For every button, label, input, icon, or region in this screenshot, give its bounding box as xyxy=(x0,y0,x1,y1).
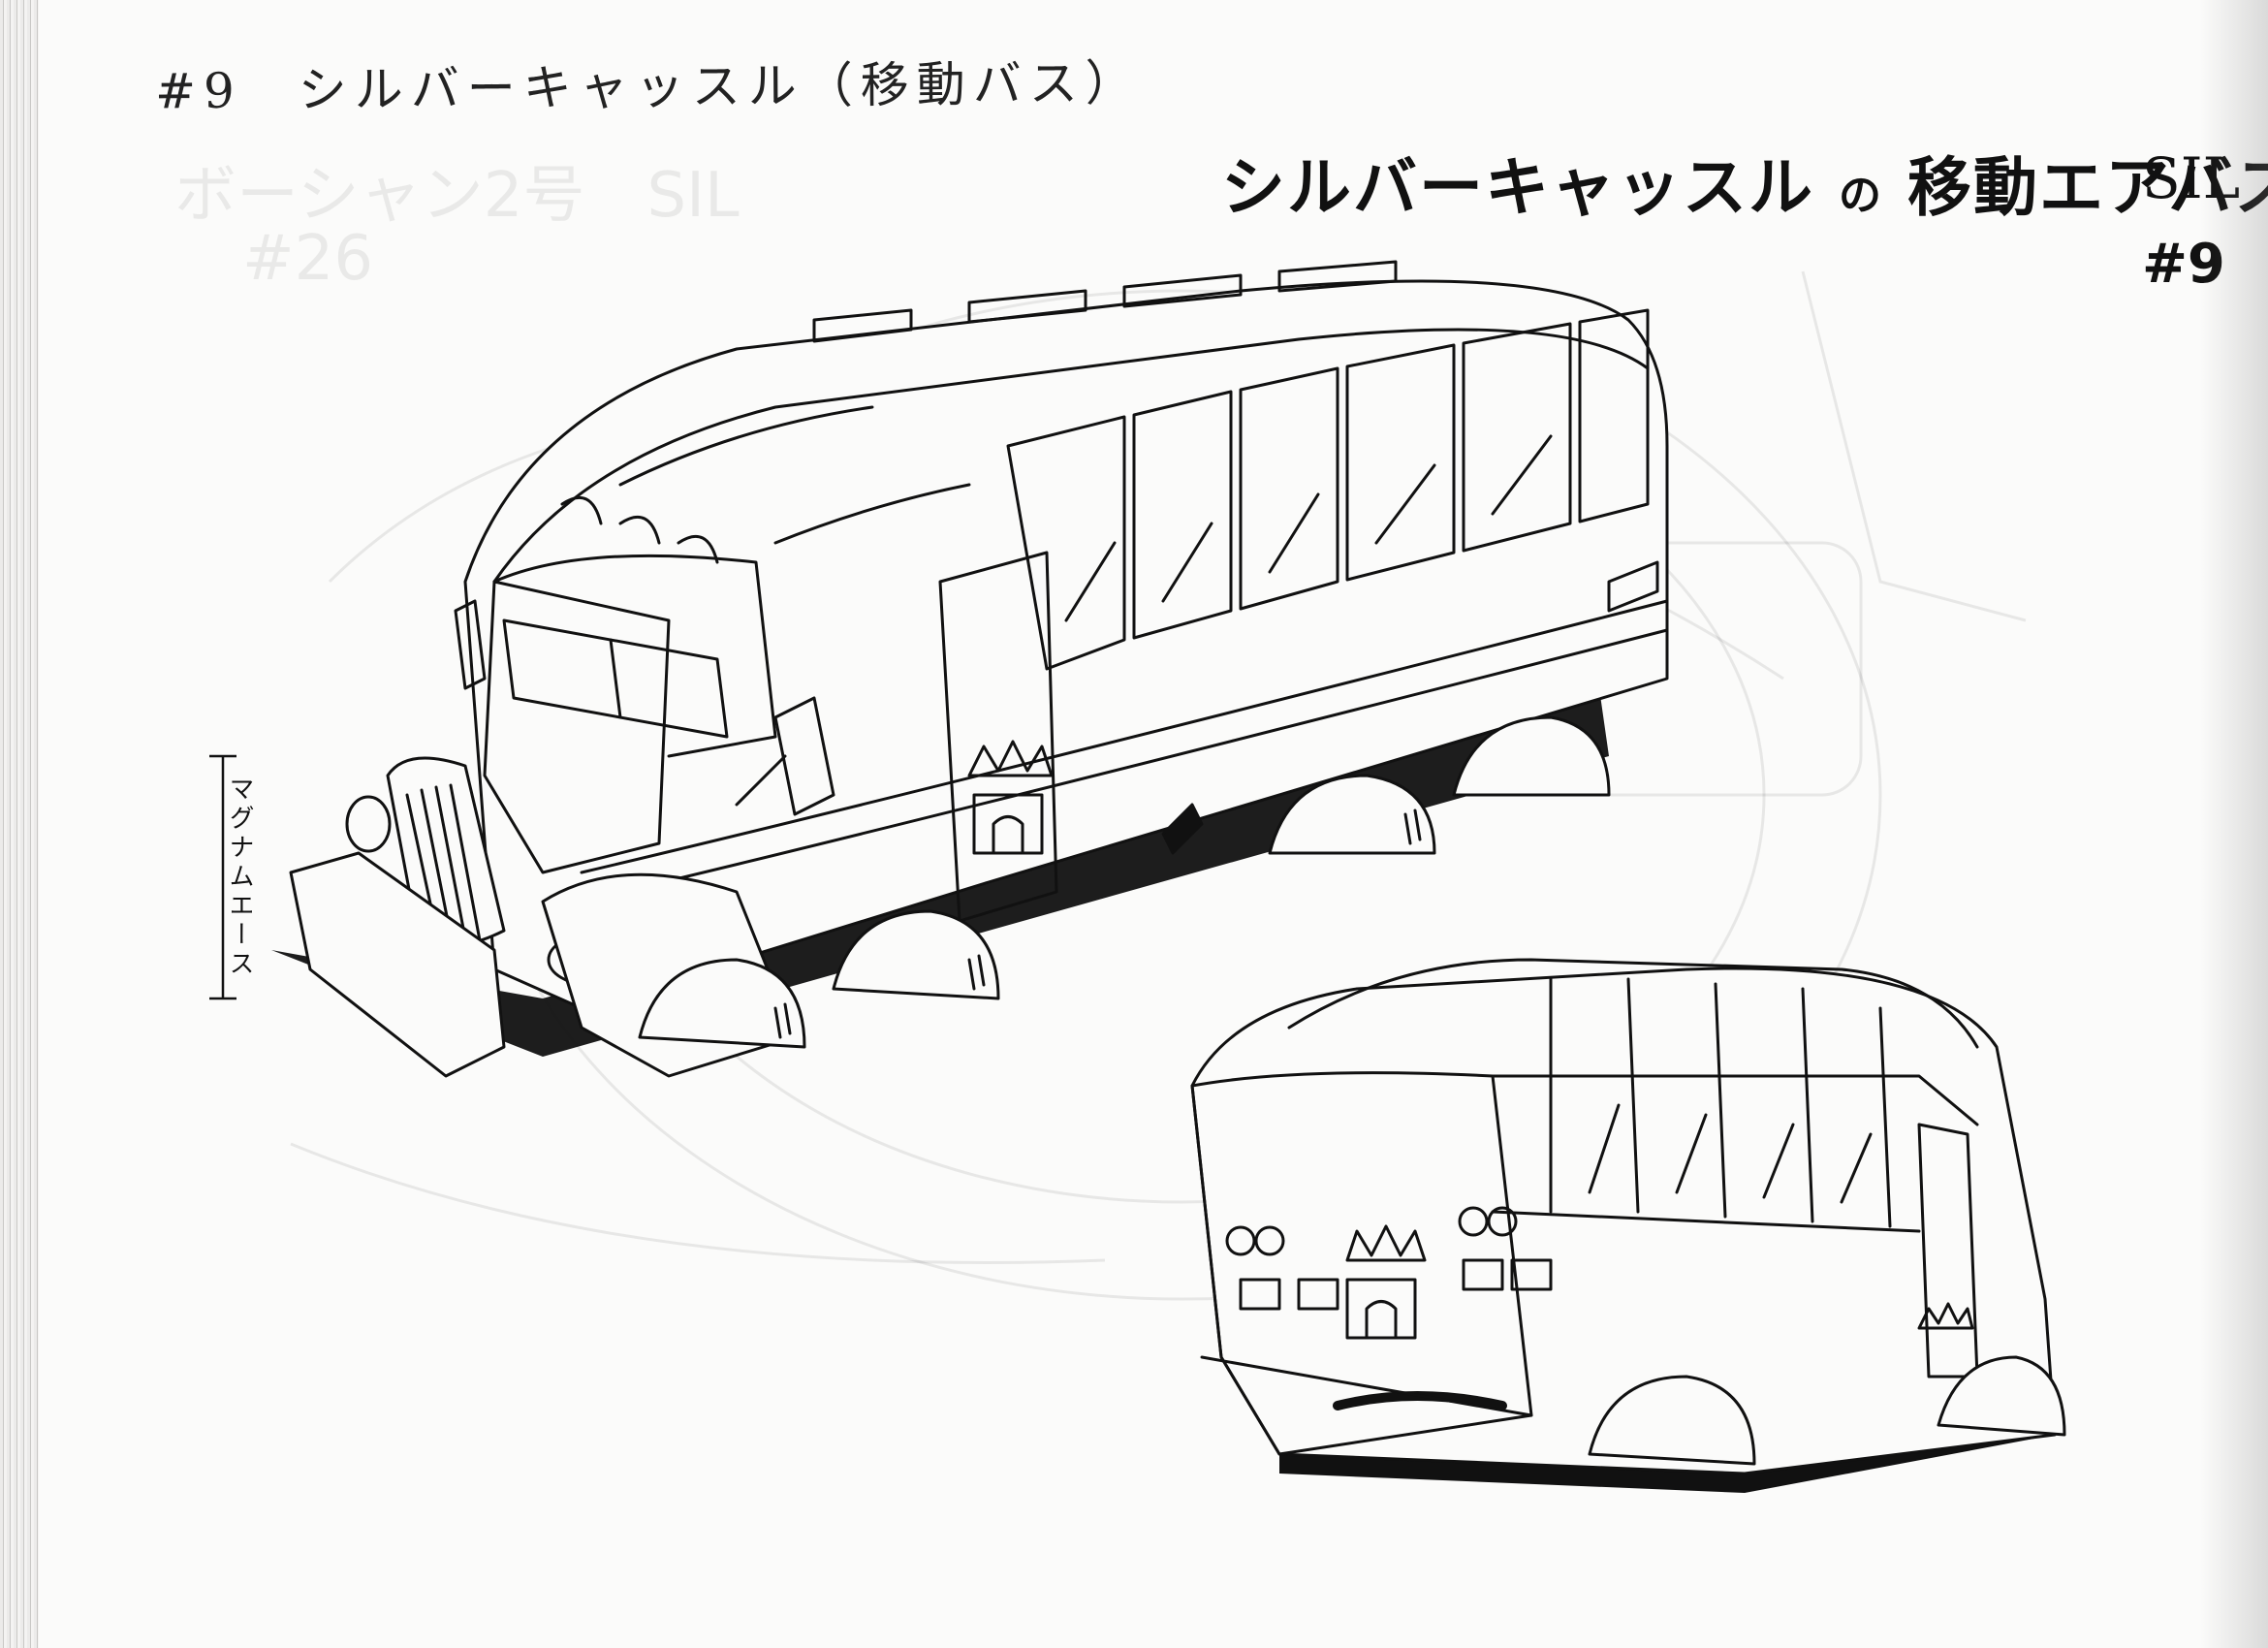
bus-front-view xyxy=(271,260,1669,1078)
title-katakana: シルバーキャッスル xyxy=(1221,150,1814,225)
ghost-text-number: #26 xyxy=(242,223,374,295)
title-kanji: 移動エアバス xyxy=(1906,150,2268,225)
page-curl-shadow xyxy=(2200,0,2268,1648)
book-edge xyxy=(0,0,39,1648)
page-title: シルバーキャッスル の 移動エアバス xyxy=(1221,136,2268,229)
episode-number: #9 xyxy=(2142,233,2225,296)
illustration-canvas xyxy=(209,260,2066,1493)
dimension-label: マグナムエース xyxy=(225,776,254,979)
ghost-text: ボーシャン2号 SIL xyxy=(174,160,740,232)
sheet-code: SIL xyxy=(2142,145,2241,211)
dimension-bracket xyxy=(209,754,236,1000)
title-particle: の xyxy=(1838,171,1883,220)
bus-rear-view xyxy=(1190,958,2066,1493)
sketch-page: ボーシャン2号 SIL #26 #9 シルバーキャッスル（移動バス） シルバーキ… xyxy=(39,0,2268,1648)
